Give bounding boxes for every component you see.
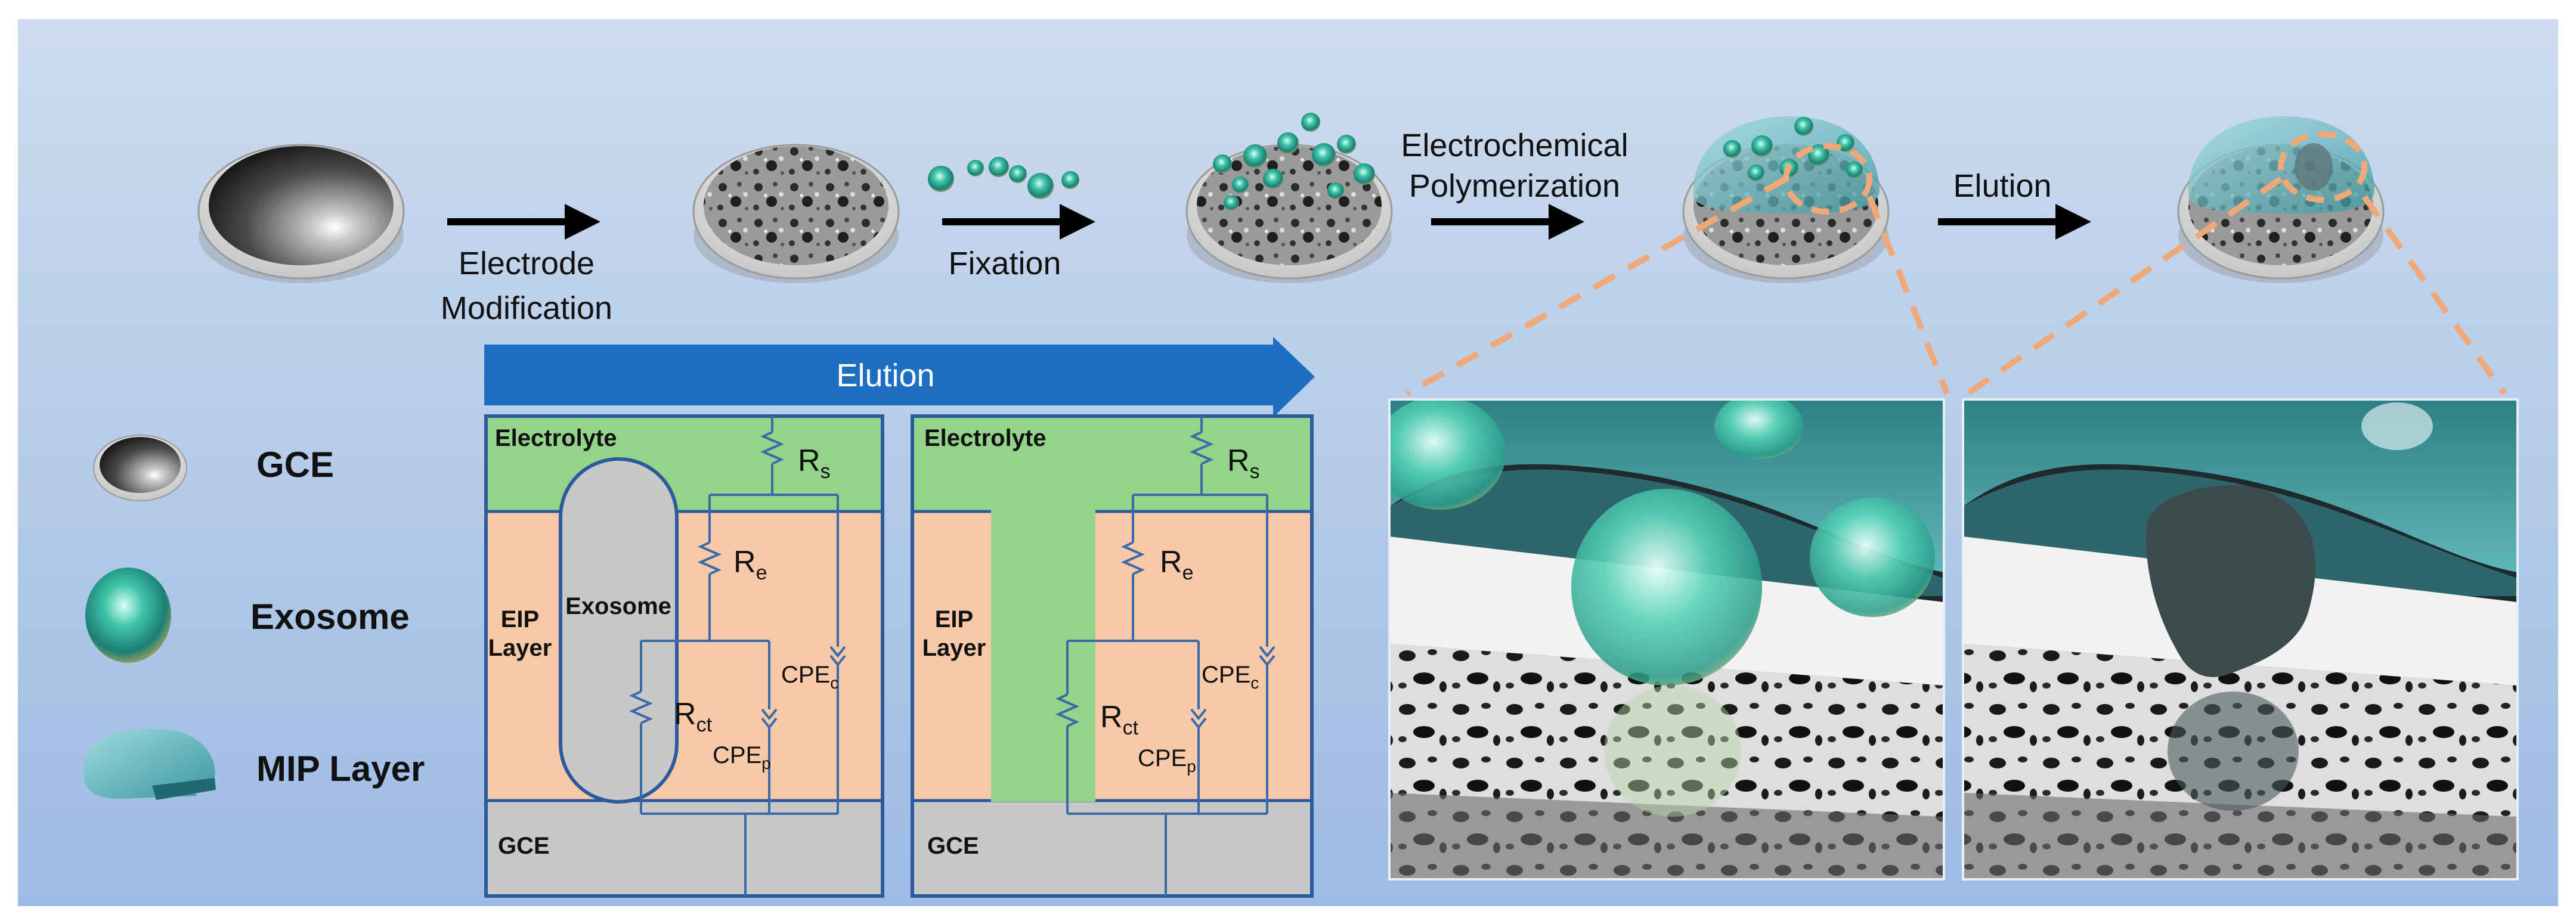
left-cpec-label: CPEc (781, 662, 838, 692)
left-re-label: Re (733, 545, 767, 584)
right-rct-label: Rct (1100, 700, 1139, 739)
left-electrolyte-label: Electrolyte (495, 425, 617, 451)
elution-banner-label: Elution (836, 358, 934, 393)
legend-label-exosome: Exosome (250, 597, 410, 637)
step-label-polymerization-2: Polymerization (1409, 168, 1620, 204)
circuit-wires-left (628, 416, 846, 896)
left-eip-label-1: EIP (501, 606, 539, 632)
legend-label-gce: GCE (256, 445, 334, 485)
step-label-modification-1: Electrode (459, 246, 595, 281)
right-eip-label-2: Layer (922, 635, 986, 661)
right-cpec-label: CPEc (1202, 662, 1259, 692)
legend-mip-layer-icon (83, 728, 216, 800)
right-rs-label: Rs (1227, 444, 1260, 483)
right-gce-label: GCE (927, 833, 979, 859)
step-label-modification-2: Modification (441, 290, 612, 326)
electrode-modified (692, 144, 900, 283)
left-cpep-label: CPEp (713, 742, 771, 773)
step-label-fixation: Fixation (948, 246, 1061, 281)
left-rct-label: Rct (674, 697, 713, 736)
circuit-panel-left (484, 414, 884, 898)
zoom-lines (1405, 176, 2507, 396)
exosome-pill (559, 457, 679, 804)
step-label-polymerization-1: Electrochemical (1401, 128, 1628, 163)
elution-banner: Elution (484, 337, 1315, 417)
zoom-panel-bound-exosome (1389, 399, 1944, 879)
circuit-panel-right (911, 414, 1314, 898)
left-gce-label: GCE (498, 833, 550, 859)
circuit-wires-right (1055, 416, 1275, 896)
right-eip-label-1: EIP (935, 606, 973, 632)
electrode-bare (197, 144, 405, 283)
legend-gce-icon (93, 435, 187, 501)
electrode-with-exosomes (1185, 113, 1393, 283)
left-rs-label: Rs (798, 444, 831, 483)
left-eip-label-2: Layer (488, 635, 552, 661)
legend-label-mip-layer: MIP Layer (256, 749, 425, 789)
right-cpep-label: CPEp (1138, 745, 1196, 776)
right-re-label: Re (1160, 545, 1193, 584)
step-label-elution: Elution (1953, 168, 2051, 204)
left-exosome-label: Exosome (565, 593, 671, 619)
exosome-particles-free (928, 157, 1079, 199)
legend-exosome-icon (85, 568, 171, 663)
right-electrolyte-label: Electrolyte (924, 425, 1046, 451)
zoom-panel-imprinted-cavity (1963, 399, 2518, 879)
